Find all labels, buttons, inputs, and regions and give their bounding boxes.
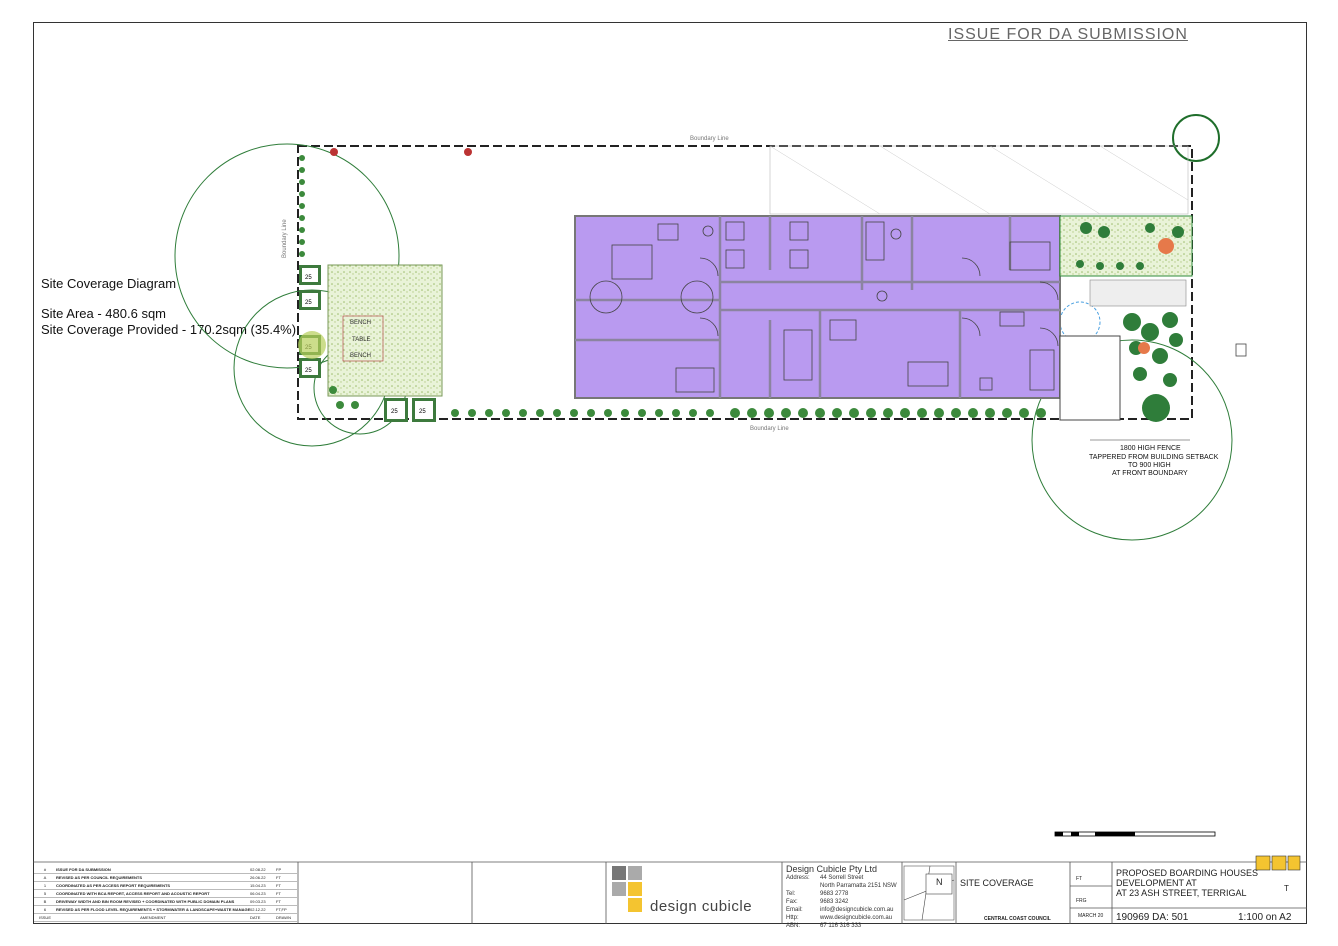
job-number: 190969 DA: 501 <box>1116 912 1189 923</box>
firm-details: Design Cubicle Pty Ltd Address:44 Sorrel… <box>786 864 897 929</box>
fence-note: 1800 HIGH FENCE <box>1120 445 1181 452</box>
issue-banner: ISSUE FOR DA SUBMISSION <box>948 26 1188 43</box>
rear-courtyard-lawn <box>327 264 443 397</box>
boundary-label-top: Boundary Line <box>690 136 729 142</box>
table-label: TABLE <box>352 337 371 343</box>
hedge-planting <box>299 155 1046 418</box>
building-footprint <box>574 215 1061 399</box>
feature-shrub <box>1158 238 1174 254</box>
title-block-grid <box>33 861 1307 924</box>
tree-canopy <box>1031 339 1233 541</box>
site-coverage-note: Site Coverage Diagram Site Area - 480.6 … <box>41 276 296 338</box>
drawn-by: FT <box>1076 876 1083 882</box>
feature-shrub <box>1138 342 1150 354</box>
site-area-text: Site Area - 480.6 sqm <box>41 306 167 321</box>
tree-canopy <box>174 143 400 369</box>
bench-label: BENCH <box>350 353 371 359</box>
boundary-label-left: Boundary Line <box>282 219 288 258</box>
tree-marker <box>330 148 338 156</box>
fence-note: TO 900 HIGH <box>1128 462 1171 469</box>
checked-by: FRG <box>1076 898 1087 904</box>
bin-number: 25 <box>305 300 312 306</box>
coverage-provided-text: Site Coverage Provided - 170.2sqm (35.4%… <box>41 322 297 337</box>
bin-number: 25 <box>419 409 426 415</box>
logo-mark <box>612 866 642 912</box>
bench-label: BENCH <box>350 320 371 326</box>
tree-canopy <box>1172 114 1220 162</box>
council-name: CENTRAL COAST COUNCIL <box>984 916 1051 922</box>
internal-walls <box>575 216 1060 398</box>
site-boundary <box>297 145 1193 420</box>
furniture-fixtures <box>589 221 1059 393</box>
letterbox <box>1235 343 1247 357</box>
project-title: PROPOSED BOARDING HOUSES DEVELOPMENT AT … <box>1116 868 1259 898</box>
drawing-sheet-border <box>33 22 1307 924</box>
north-point-box <box>903 865 955 921</box>
bin-number: 25 <box>305 275 312 281</box>
boundary-label-bottom: Boundary Line <box>750 426 789 432</box>
drawing-date: MARCH 20 <box>1078 913 1104 919</box>
bin-number: 25 <box>391 409 398 415</box>
scale-bar <box>1054 831 1216 837</box>
outdoor-table-area <box>342 315 384 362</box>
setback-zone <box>769 145 1189 215</box>
north-arrow-label: N <box>936 877 943 887</box>
fence-note: TAPPERED FROM BUILDING SETBACK <box>1089 454 1219 461</box>
front-entry-path <box>1089 279 1187 307</box>
bin-number: 25 <box>305 368 312 374</box>
front-bin-enclosure <box>1059 335 1121 421</box>
firm-logo-text: design cubicle <box>650 898 753 915</box>
tree-foliage <box>298 331 326 359</box>
drawing-scale: 1:100 on A2 <box>1238 912 1292 923</box>
sheet-title: SITE COVERAGE <box>960 878 1034 888</box>
fence-note: AT FRONT BOUNDARY <box>1112 470 1188 477</box>
coverage-title: Site Coverage Diagram <box>41 276 177 291</box>
front-planting <box>1076 222 1184 422</box>
tree-marker <box>464 148 472 156</box>
firm-name: Design Cubicle Pty Ltd <box>786 864 878 874</box>
issue-letter: T <box>1284 884 1289 893</box>
issue-badge-icon <box>1255 855 1301 871</box>
